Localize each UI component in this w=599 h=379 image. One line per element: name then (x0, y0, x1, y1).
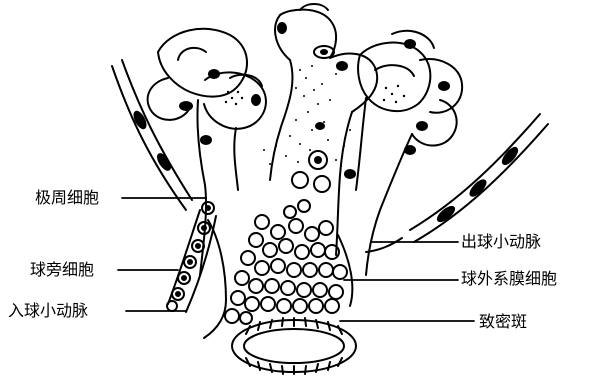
label-juxta-polar-cell: 极周细胞 (35, 189, 99, 207)
cell-mass (204, 215, 352, 338)
macula-densa-tubule (232, 318, 356, 374)
floating-cells (284, 151, 330, 218)
glomerular-nuclei (180, 23, 449, 178)
stippling (225, 65, 405, 165)
label-extraglomerular-mesangial-cell: 球外系膜细胞 (461, 270, 557, 288)
left-arteriole-wall (112, 60, 192, 210)
label-efferent-arteriole: 出球小动脉 (461, 233, 541, 251)
label-juxtaglomerular-cell: 球旁细胞 (30, 261, 94, 279)
leader-lines (118, 198, 474, 321)
label-macula-densa: 致密斑 (479, 313, 527, 331)
label-afferent-arteriole: 入球小动脉 (8, 302, 88, 320)
juxtaglomerular-cells (167, 202, 216, 312)
